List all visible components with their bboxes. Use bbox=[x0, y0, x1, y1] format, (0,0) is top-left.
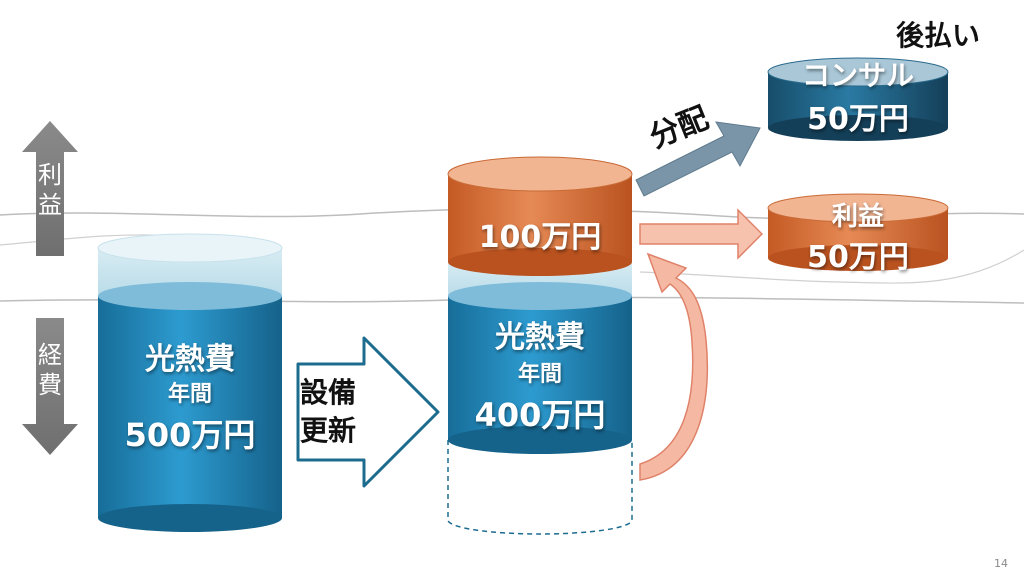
after-profit-cylinder bbox=[447, 156, 633, 276]
after-cylinder-ghost bbox=[447, 440, 633, 535]
profit-amount: 50万円 bbox=[807, 240, 909, 275]
after-title: 光熱費 bbox=[495, 320, 585, 355]
page-number: 14 bbox=[994, 557, 1008, 570]
expense-axis-label: 経 費 bbox=[38, 341, 62, 399]
after-cylinder bbox=[448, 262, 632, 454]
expense-axis-arrow bbox=[22, 318, 78, 455]
consultant-amount: 50万円 bbox=[807, 102, 909, 137]
profit-axis-label: 利 益 bbox=[38, 161, 62, 219]
savings-curve-arrow bbox=[639, 252, 709, 481]
before-cylinder bbox=[97, 233, 283, 532]
consultant-header: 後払い bbox=[896, 19, 981, 52]
consultant-cylinder bbox=[767, 57, 949, 141]
profit-share-arrow bbox=[639, 208, 764, 260]
profit-cylinder bbox=[767, 193, 949, 271]
after-period: 年間 bbox=[517, 362, 562, 387]
consultant-name: コンサル bbox=[801, 59, 914, 92]
profit-axis-arrow bbox=[22, 121, 78, 256]
renewal-arrow bbox=[296, 336, 440, 488]
before-amount: 500万円 bbox=[124, 416, 256, 454]
before-period: 年間 bbox=[167, 382, 212, 407]
renewal-label: 設備 更新 bbox=[300, 376, 357, 447]
profit-name: 利益 bbox=[831, 202, 884, 232]
after-profit-amount: 100万円 bbox=[478, 220, 602, 255]
before-title: 光熱費 bbox=[145, 342, 235, 377]
distribute-arrow bbox=[635, 121, 761, 197]
after-amount: 400万円 bbox=[474, 396, 606, 434]
